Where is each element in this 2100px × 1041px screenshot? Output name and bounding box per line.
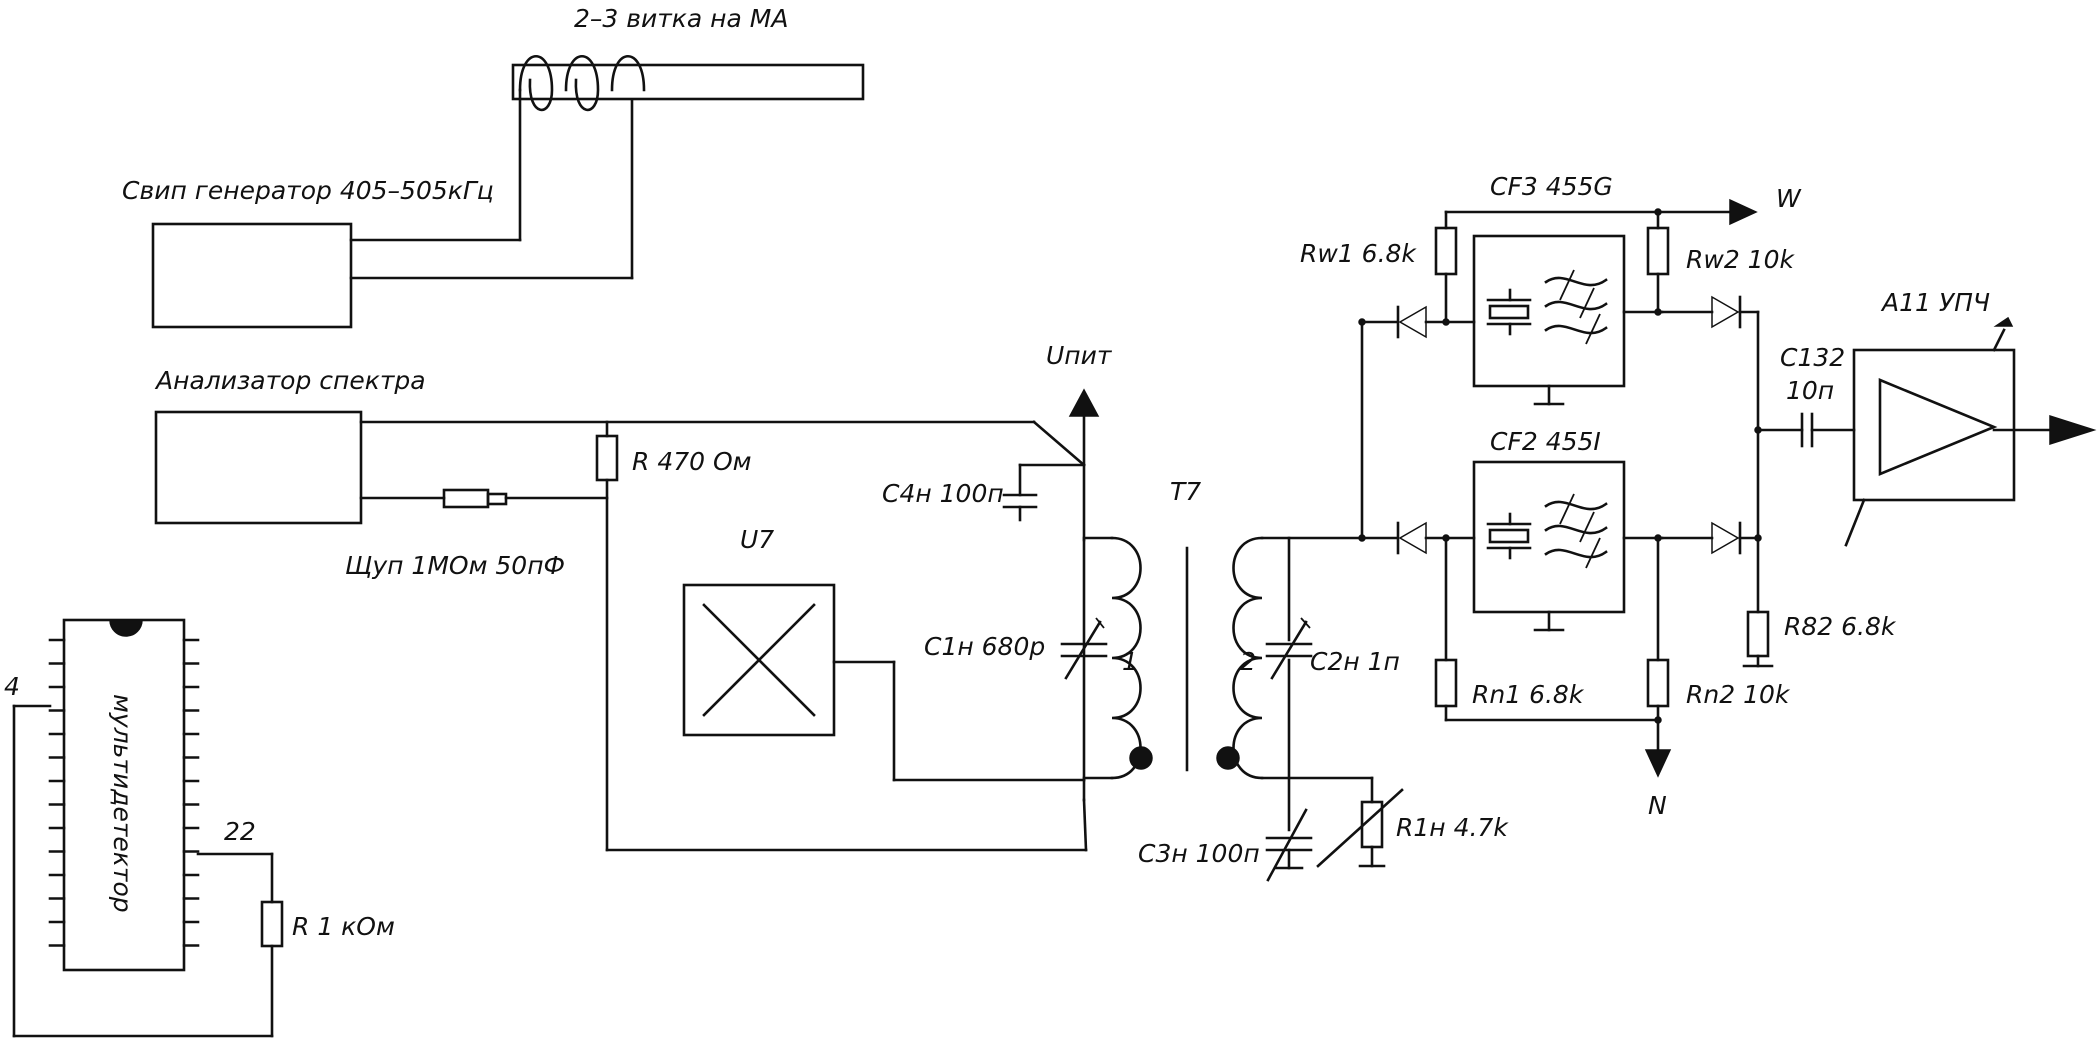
resistor-rw1: [1434, 210, 1732, 326]
output-n-arrow: [1644, 749, 1672, 778]
amplifier-a11: [1844, 316, 2097, 547]
filter-cf3: [1472, 234, 1664, 406]
transformer-t7-secondary: [1216, 536, 1374, 832]
c4-label: C4н 100п: [882, 479, 1004, 508]
resistor-r1-variable: [1316, 776, 1404, 868]
probe-label: Щуп 1МОм 50пФ: [345, 551, 565, 580]
winding-2-label: 2: [1240, 647, 1256, 676]
a11-label: А11 УПЧ: [1880, 288, 1990, 317]
t7-label: T7: [1170, 477, 1201, 506]
rw1-label: Rw1 6.8k: [1300, 239, 1417, 268]
resistor-rw2: [1646, 208, 1670, 316]
c132-label: C132: [1780, 343, 1845, 372]
spectrum-analyzer-label: Анализатор спектра: [154, 366, 426, 395]
pin22-wire: [196, 852, 284, 1038]
output-w-arrow: [1729, 198, 1758, 226]
r82-label: R82 6.8k: [1784, 612, 1897, 641]
r1-label: R1н 4.7k: [1396, 813, 1509, 842]
capacitor-c1-variable: [1060, 617, 1108, 680]
diode-lower-out: [1660, 521, 1760, 555]
pin22-label: 22: [224, 817, 256, 846]
output-bus: [1754, 310, 1762, 614]
pin4-wire: [12, 704, 274, 1038]
r470-label: R 470 Ом: [632, 447, 752, 476]
coil-turns-label: 2–3 витка на МА: [574, 4, 788, 33]
rw2-label: Rw2 10k: [1686, 245, 1795, 274]
n-output-label: N: [1648, 791, 1667, 820]
supply-arrow: [1068, 388, 1100, 542]
capacitor-c4: [1002, 463, 1086, 522]
sweep-generator-label: Свип генератор 405–505кГц: [122, 176, 494, 205]
diode-upper-in: [1396, 305, 1476, 339]
cf3-label: CF3 455G: [1490, 172, 1613, 201]
resistor-rn1: [1434, 534, 1660, 722]
pin4-label: 4: [4, 672, 20, 701]
capacitor-c3-variable: [1265, 808, 1313, 882]
u7-label: U7: [740, 525, 774, 554]
multidetector-ic: [48, 618, 200, 972]
spectrum-analyzer: [154, 410, 1086, 525]
filter-cf2: [1472, 460, 1664, 632]
u7-block: [682, 583, 1086, 782]
upit-label: Uпит: [1046, 341, 1113, 370]
w-output-label: W: [1776, 184, 1802, 213]
rn2-label: Rn2 10k: [1686, 680, 1791, 709]
resistor-rn2: [1646, 534, 1670, 752]
c1-label: C1н 680p: [924, 632, 1045, 661]
magnetic-antenna: [511, 54, 865, 280]
c3-label: C3н 100п: [1138, 839, 1260, 868]
diode-upper-out: [1660, 295, 1760, 329]
filter-input-bus: [1358, 318, 1398, 542]
cf2-label: CF2 455I: [1490, 427, 1601, 456]
multidetector-label: мультидетектор: [108, 694, 137, 913]
c2-label: C2н 1п: [1310, 647, 1400, 676]
transformer-t7-primary: [1082, 536, 1153, 852]
winding-1-label: 1: [1122, 647, 1138, 676]
rn1-label: Rn1 6.8k: [1472, 680, 1585, 709]
r1k-label: R 1 кОм: [292, 912, 395, 941]
resistor-r470: [595, 420, 1088, 852]
diode-lower-in: [1396, 521, 1476, 555]
sweep-generator: [151, 222, 634, 329]
c132-value-label: 10п: [1786, 376, 1834, 405]
capacitor-c132: [1756, 412, 1856, 448]
resistor-r82: [1742, 610, 1774, 668]
